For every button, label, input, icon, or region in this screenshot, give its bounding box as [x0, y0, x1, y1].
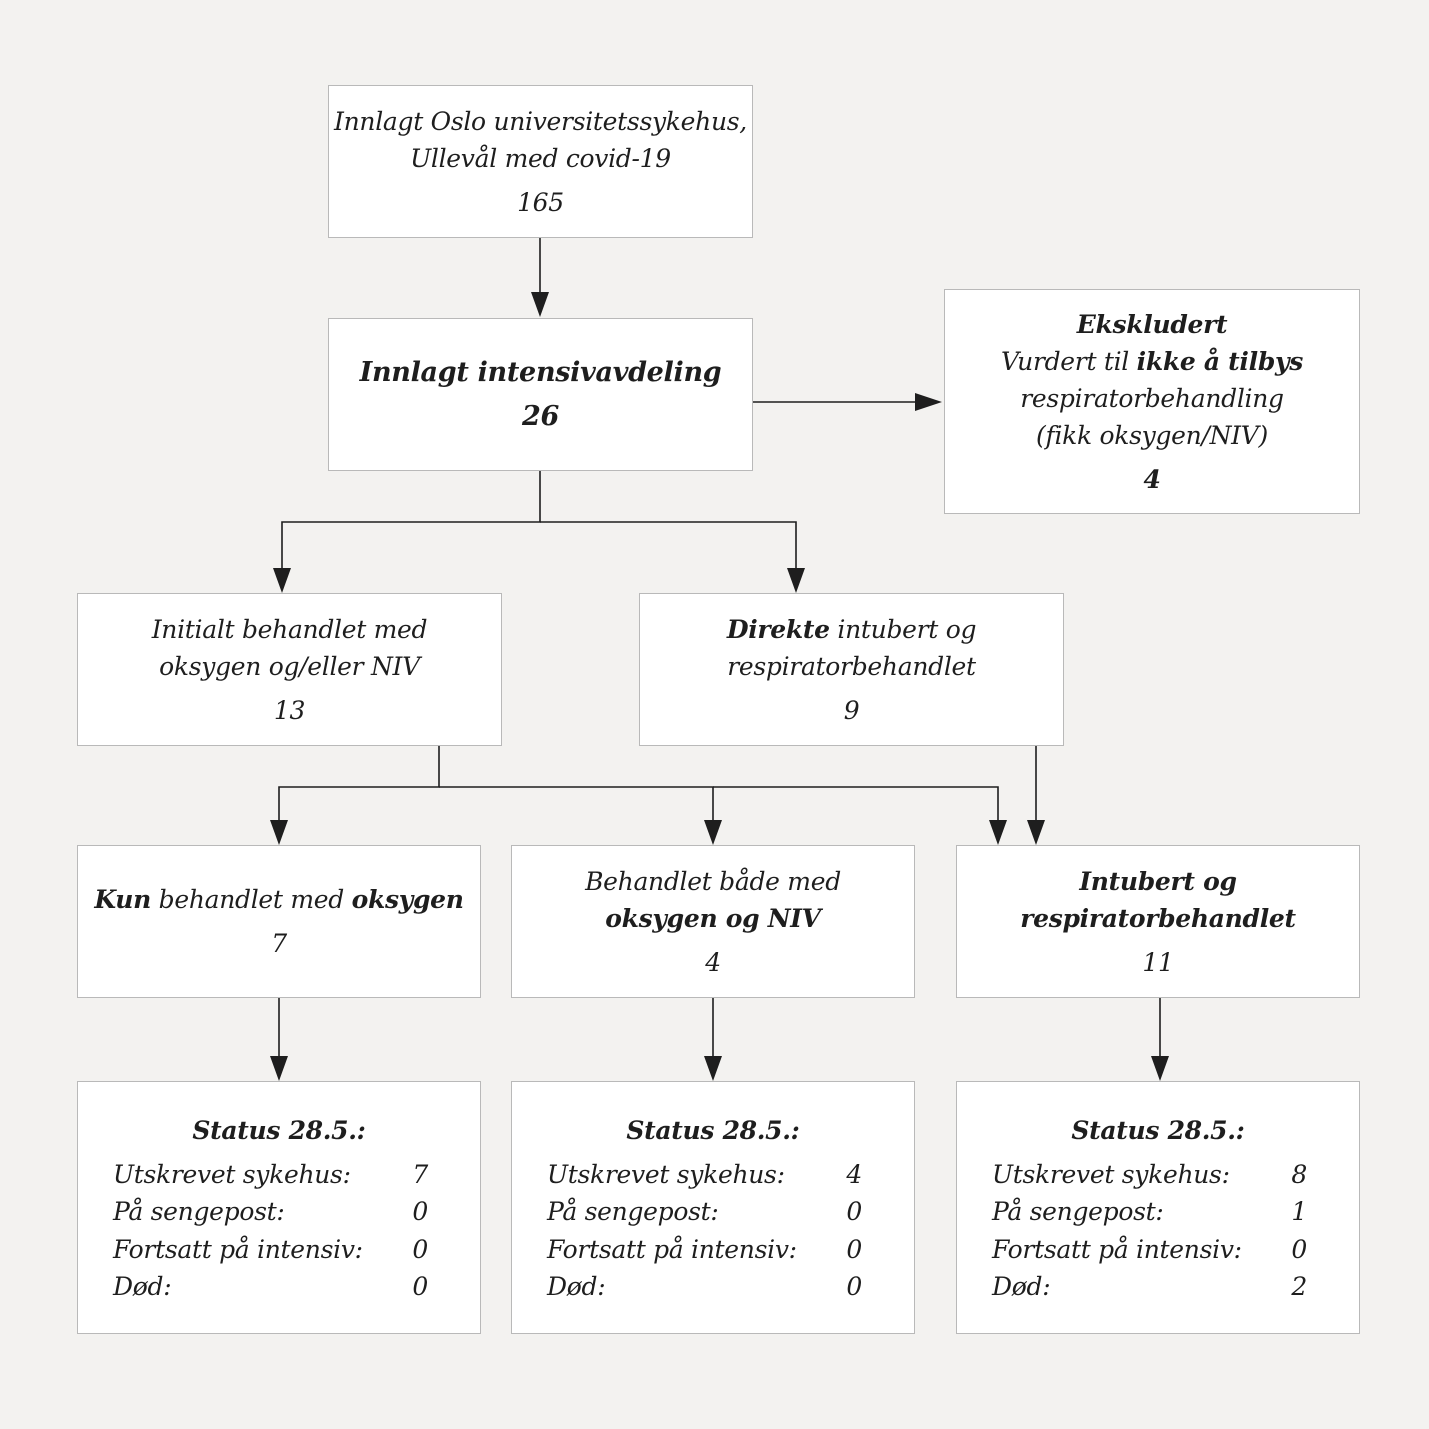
status-label: Utskrevet sykehus:: [992, 1159, 1230, 1189]
intubated-line1: Intubert og: [1079, 866, 1237, 896]
status-row-dead: Død: 0: [78, 1268, 480, 1306]
initial-count: 13: [273, 695, 306, 725]
admitted-hospital-line2: Ullevål med covid-19: [410, 143, 671, 173]
status-value: 0: [1291, 1234, 1307, 1264]
intubated-count: 11: [1142, 947, 1174, 977]
status-value: 0: [846, 1234, 862, 1264]
status-box-oxygen-only: Status 28.5.: Utskrevet sykehus: 7 På sen…: [77, 1081, 481, 1334]
status-label: Død:: [547, 1272, 606, 1301]
oxygen-only-b: behandlet med: [150, 885, 352, 914]
direct-line1: Direkte intubert og: [726, 611, 977, 648]
status-title: Status 28.5.:: [626, 1116, 800, 1145]
status-title: Status 28.5.:: [192, 1116, 366, 1145]
arrowhead: [704, 1056, 722, 1081]
status-value: 7: [412, 1159, 428, 1189]
status-label: Utskrevet sykehus:: [113, 1159, 351, 1189]
arrowhead: [1151, 1056, 1169, 1081]
arrowhead: [273, 568, 291, 593]
status-label: På sengepost:: [113, 1197, 285, 1226]
direct-line1-a: Direkte: [726, 614, 830, 644]
excluded-line1-b: ikke å tilbys: [1136, 346, 1304, 376]
arrowhead: [989, 820, 1007, 845]
status-value: 1: [1291, 1197, 1307, 1226]
excluded-line1: Vurdert til ikke å tilbys: [1001, 343, 1303, 380]
status-row-icu: Fortsatt på intensiv: 0: [512, 1231, 914, 1269]
both-line1: Behandlet både med: [585, 866, 841, 896]
intubated-line2: respiratorbehandlet: [1020, 903, 1296, 933]
admitted-icu-count: 26: [522, 401, 559, 432]
connector-initial-split-mid: [439, 786, 714, 822]
arrowhead: [915, 393, 942, 411]
arrowhead: [270, 820, 288, 845]
arrowhead: [787, 568, 805, 593]
box-direct-intubated: Direkte intubert og respiratorbehandlet …: [639, 593, 1064, 746]
status-value: 8: [1291, 1159, 1307, 1189]
status-box-oxygen-and-niv: Status 28.5.: Utskrevet sykehus: 4 På sen…: [511, 1081, 915, 1334]
status-row-ward: På sengepost: 1: [957, 1193, 1359, 1231]
admitted-hospital-line1: Innlagt Oslo universitetssykehus,: [334, 106, 747, 136]
status-title: Status 28.5.:: [1071, 1116, 1245, 1145]
admitted-icu-title: Innlagt intensivavdeling: [359, 357, 722, 388]
direct-line1-b: intubert og: [829, 614, 977, 644]
excluded-count: 4: [1143, 464, 1161, 494]
status-box-intubated: Status 28.5.: Utskrevet sykehus: 8 På sen…: [956, 1081, 1360, 1334]
box-excluded: Ekskludert Vurdert til ikke å tilbys res…: [944, 289, 1360, 514]
status-value: 0: [412, 1197, 428, 1226]
box-initial-oxygen-niv: Initialt behandlet med oksygen og/eller …: [77, 593, 502, 746]
box-admitted-icu: Innlagt intensivavdeling 26: [328, 318, 753, 471]
arrowhead: [1027, 820, 1045, 845]
status-value: 0: [846, 1197, 862, 1226]
status-row-discharged: Utskrevet sykehus: 7: [78, 1156, 480, 1194]
status-label: Utskrevet sykehus:: [547, 1159, 785, 1189]
status-label: Fortsatt på intensiv:: [113, 1234, 363, 1264]
excluded-line1-a: Vurdert til: [1000, 346, 1137, 376]
direct-line2: respiratorbehandlet: [727, 651, 976, 681]
box-intubated: Intubert og respiratorbehandlet 11: [956, 845, 1360, 998]
excluded-title: Ekskludert: [1076, 309, 1228, 339]
status-row-dead: Død: 2: [957, 1268, 1359, 1306]
status-label: Fortsatt på intensiv:: [992, 1234, 1242, 1264]
both-line2: oksygen og NIV: [605, 903, 821, 933]
connector-initial-split-right: [713, 786, 999, 822]
excluded-line2: respiratorbehandling: [1020, 383, 1284, 413]
connector-icu-split-right: [540, 521, 797, 570]
both-count: 4: [705, 947, 721, 977]
box-admitted-hospital: Innlagt Oslo universitetssykehus, Ullevå…: [328, 85, 753, 238]
status-value: 4: [846, 1159, 862, 1189]
oxygen-only-c: oksygen: [351, 885, 464, 914]
excluded-line3: (fikk oksygen/NIV): [1036, 420, 1268, 450]
box-oxygen-only: Kun behandlet med oksygen 7: [77, 845, 481, 998]
status-label: Fortsatt på intensiv:: [547, 1234, 797, 1264]
oxygen-only-a: Kun: [94, 885, 151, 914]
status-value: 2: [1291, 1272, 1307, 1301]
status-row-ward: På sengepost: 0: [78, 1193, 480, 1231]
status-row-icu: Fortsatt på intensiv: 0: [78, 1231, 480, 1269]
status-row-discharged: Utskrevet sykehus: 4: [512, 1156, 914, 1194]
box-oxygen-and-niv: Behandlet både med oksygen og NIV 4: [511, 845, 915, 998]
status-label: På sengepost:: [992, 1197, 1164, 1226]
status-row-icu: Fortsatt på intensiv: 0: [957, 1231, 1359, 1269]
status-value: 0: [846, 1272, 862, 1301]
connector-icu-split: [281, 471, 541, 570]
status-row-ward: På sengepost: 0: [512, 1193, 914, 1231]
arrowhead: [704, 820, 722, 845]
status-value: 0: [412, 1234, 428, 1264]
oxygen-only-count: 7: [271, 929, 287, 958]
status-label: Død:: [113, 1272, 172, 1301]
admitted-hospital-count: 165: [517, 187, 564, 217]
direct-count: 9: [843, 695, 860, 725]
status-label: Død:: [992, 1272, 1051, 1301]
connector-initial-split: [278, 746, 440, 822]
initial-line1: Initialt behandlet med: [151, 614, 428, 644]
status-label: På sengepost:: [547, 1197, 719, 1226]
arrowhead: [531, 292, 549, 317]
status-row-discharged: Utskrevet sykehus: 8: [957, 1156, 1359, 1194]
status-value: 0: [412, 1272, 428, 1301]
arrowhead: [270, 1056, 288, 1081]
status-row-dead: Død: 0: [512, 1268, 914, 1306]
initial-line2: oksygen og/eller NIV: [159, 651, 420, 681]
oxygen-only-line: Kun behandlet med oksygen: [94, 881, 464, 918]
